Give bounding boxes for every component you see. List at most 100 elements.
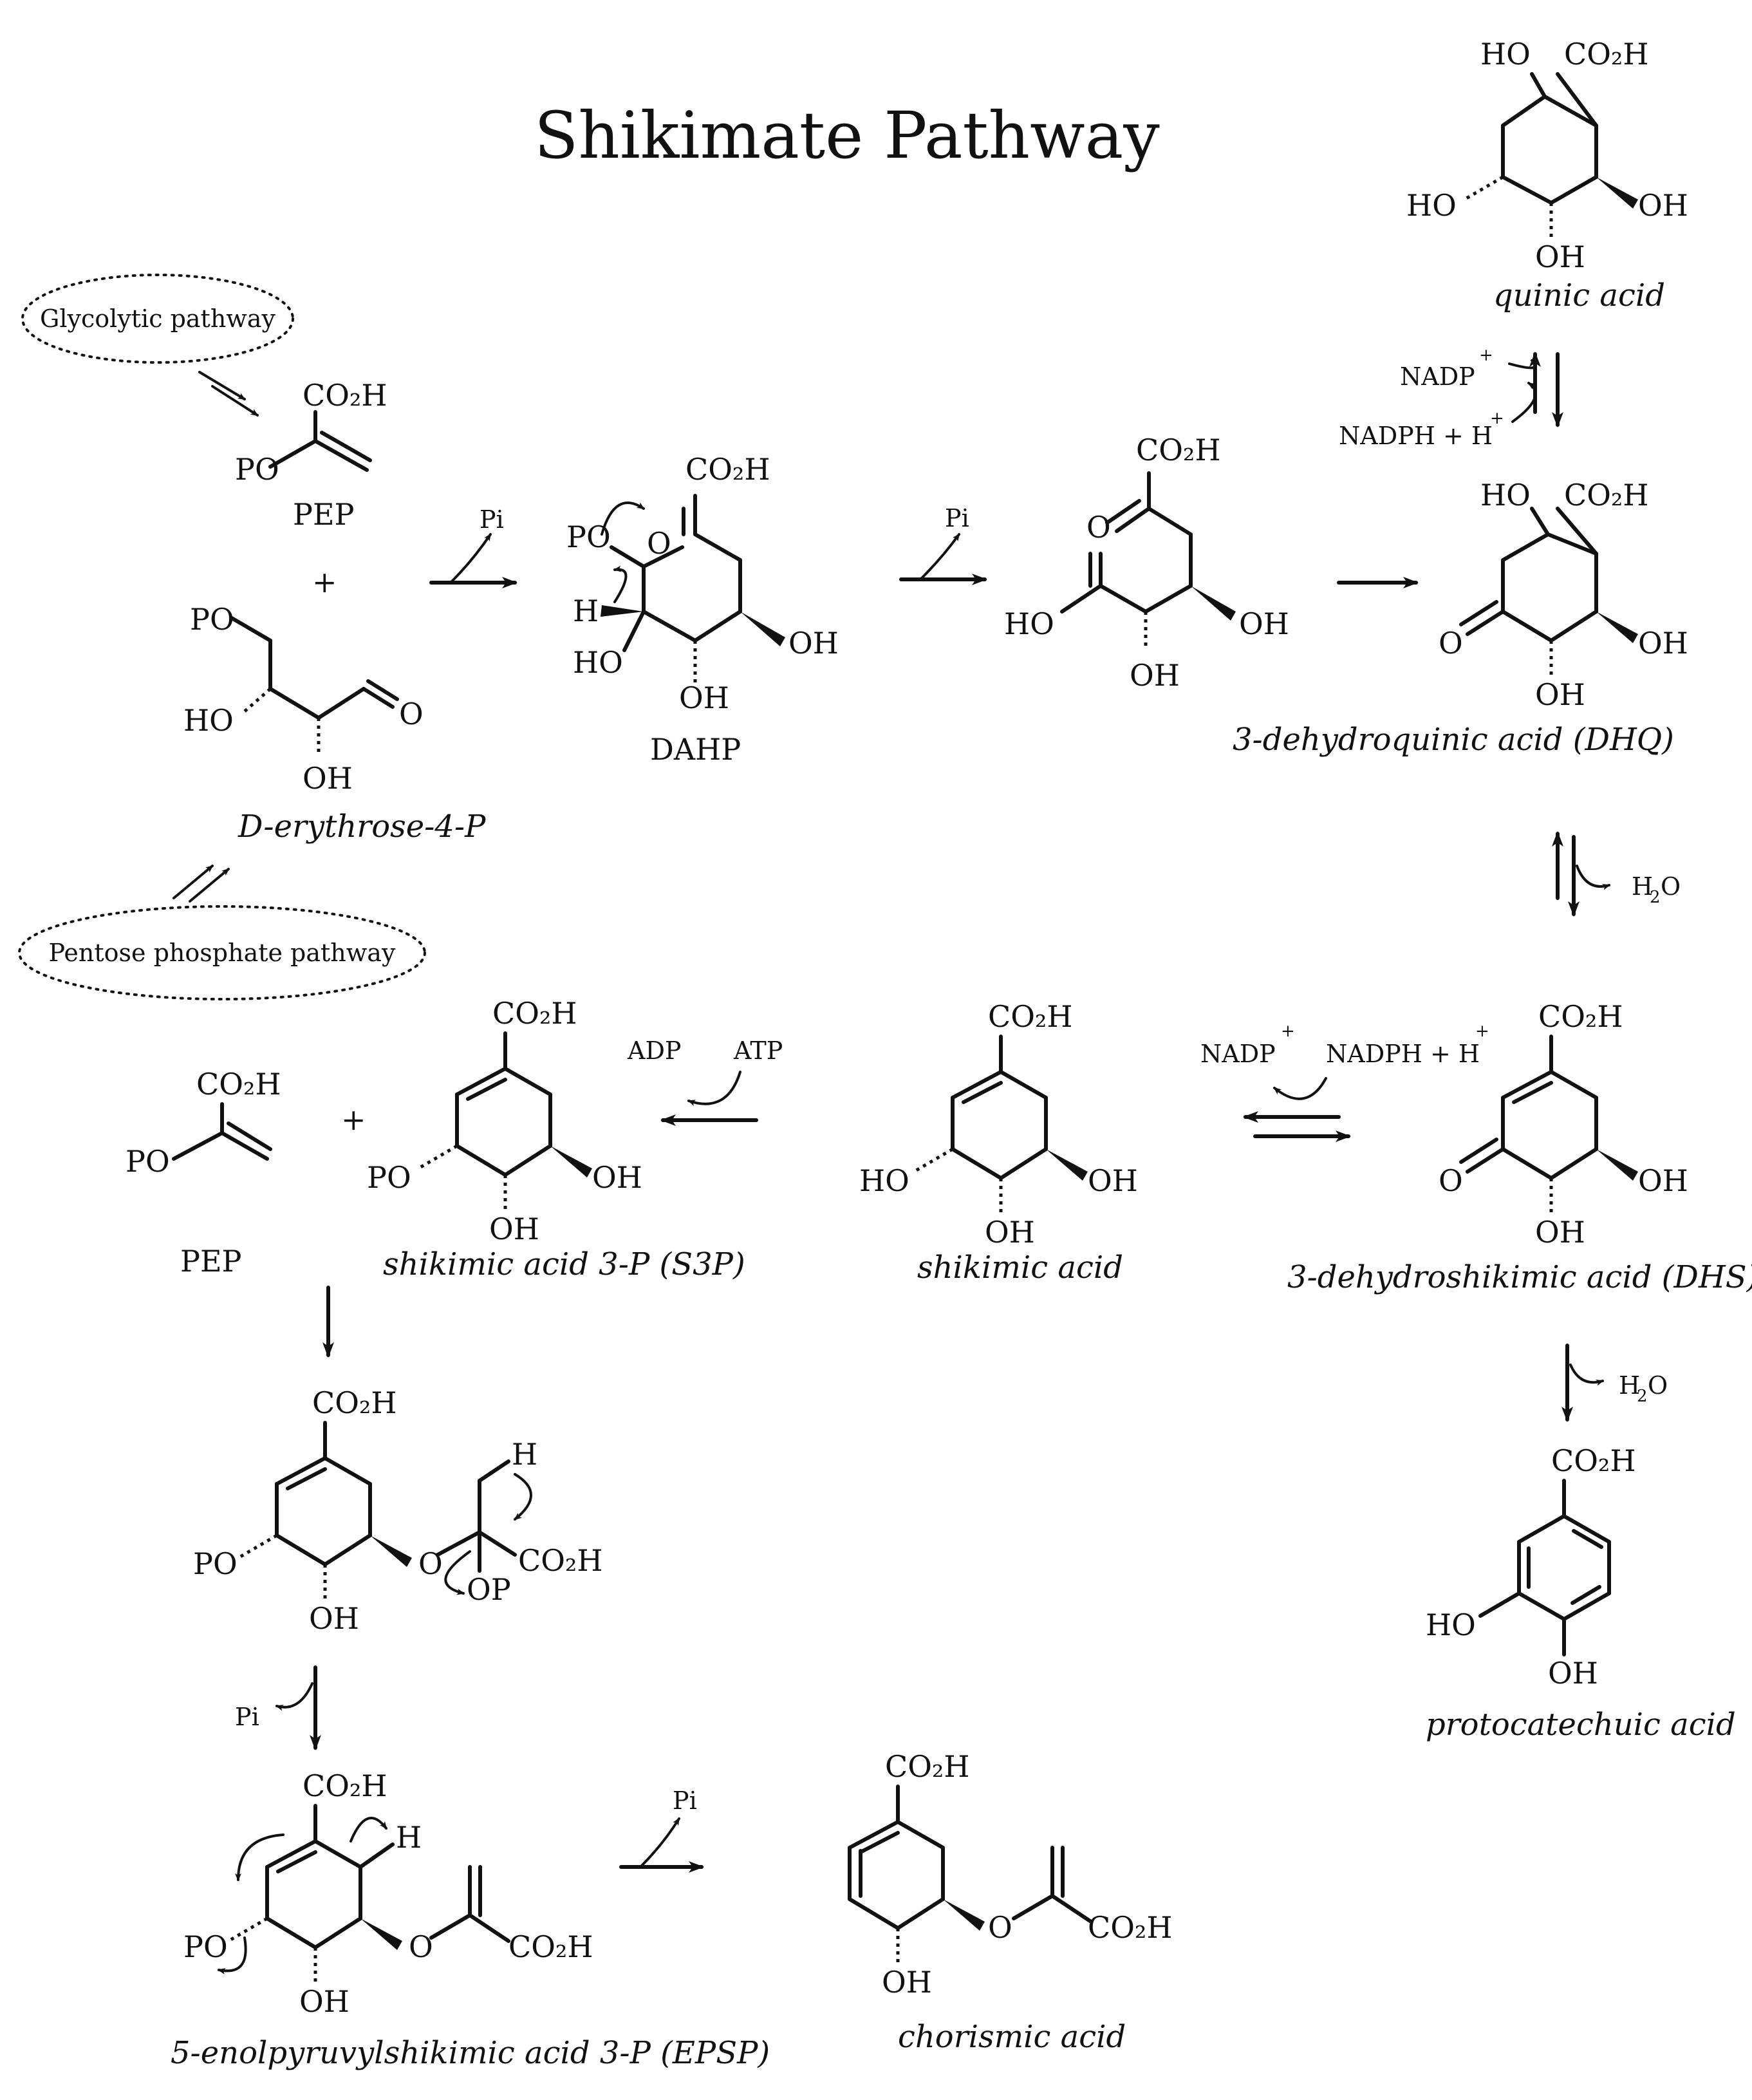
pep-top-structure: CO₂H PO PEP +	[235, 378, 387, 599]
erythrose-aldehyde-o: O	[399, 697, 424, 731]
pentose-multistep-arrow	[172, 865, 230, 903]
quinic-ho-left: HO	[1406, 188, 1457, 223]
s3p-name: shikimic acid 3-P (S3P)	[383, 1246, 745, 1282]
dhs-name: 3-dehydroshikimic acid (DHS)	[1287, 1259, 1752, 1295]
pep-top-co2h: CO₂H	[303, 378, 387, 413]
pi-label-3: Pi	[235, 1703, 259, 1731]
h2o-2-2: 2	[1637, 1387, 1648, 1406]
chorismic-acid-structure: CO₂H O CO₂H OH chorismic acid	[848, 1749, 1172, 2055]
intermediate-ho: HO	[1004, 606, 1054, 641]
pep-bottom-structure: CO₂H PO PEP +	[126, 1067, 366, 1279]
epsp-name-italic: enol	[201, 2035, 268, 2071]
tetrahedral-po: PO	[193, 1546, 238, 1581]
h2o-o-2: O	[1648, 1371, 1668, 1400]
quinic-acid-name: quinic acid	[1493, 277, 1665, 314]
tetrahedral-oh-bottom: OH	[309, 1601, 359, 1636]
arrow-dhs-to-protocatechuic: H 2 O	[1561, 1344, 1668, 1422]
nadp-label-2: NADP	[1200, 1040, 1276, 1068]
protocatechuic-ho: HO	[1426, 1608, 1476, 1642]
page-title: Shikimate Pathway	[534, 98, 1160, 173]
atp-label: ATP	[733, 1036, 783, 1065]
dhq-oh-bottom: OH	[1535, 677, 1585, 712]
nadp-label-1: NADP	[1400, 362, 1475, 391]
shikimic-ho: HO	[859, 1163, 909, 1198]
pi-label-2: Pi	[945, 504, 969, 532]
arrow-to-dahp: Pi	[429, 505, 517, 588]
epsp-oh-bottom: OH	[299, 1984, 349, 2019]
chorismic-co2h: CO₂H	[885, 1749, 969, 1784]
arrow-shikimic-to-s3p: ADP ATP	[627, 1036, 783, 1126]
h2o-o-1: O	[1661, 872, 1681, 901]
tetrahedral-h: H	[512, 1437, 537, 1472]
epsp-name-prefix: 5-	[171, 2035, 201, 2071]
dhs-oh-bottom: OH	[1535, 1215, 1585, 1250]
dahp-structure: CO₂H O PO OH OH HO H DAHP	[566, 452, 839, 767]
pi-label-4: Pi	[673, 1786, 697, 1815]
protocatechuic-acid-name: protocatechuic acid	[1426, 1707, 1736, 1743]
erythrose-oh: OH	[303, 761, 353, 796]
epsp-side-co2h: CO₂H	[508, 1929, 593, 1964]
shikimic-oh-right: OH	[1088, 1163, 1138, 1198]
dhq-ketone-o: O	[1439, 626, 1463, 661]
protocatechuic-co2h: CO₂H	[1551, 1443, 1636, 1478]
nadp-plus-1: +	[1479, 346, 1493, 365]
glycolytic-multistep-arrow	[198, 371, 259, 417]
dahp-oh-bottom: OH	[679, 680, 729, 715]
epsp-name-suffix: pyruvylshikimic acid 3-P (EPSP)	[267, 2035, 770, 2071]
arrow-dhs-shikimic: NADP + NADPH + H +	[1200, 1022, 1489, 1142]
dhq-name: 3-dehydroquinic acid (DHQ)	[1233, 722, 1674, 758]
chorismic-ether-o: O	[988, 1910, 1012, 1945]
arrow-dhq-dhs: H 2 O	[1552, 831, 1681, 917]
dahp-h: H	[573, 594, 599, 628]
dhq-oh-right: OH	[1638, 626, 1688, 661]
erythrose-po: PO	[190, 602, 234, 637]
h2o-2-1: 2	[1650, 888, 1661, 907]
epsp-ether-o: O	[409, 1929, 433, 1964]
dahp-po: PO	[566, 520, 611, 554]
quinic-co2h: CO₂H	[1564, 37, 1648, 71]
intermediate-ketone-o: O	[1086, 510, 1111, 545]
pi-label-1: Pi	[480, 505, 504, 534]
epsp-name: 5-enolpyruvylshikimic acid 3-P (EPSP)	[171, 2035, 770, 2071]
quinic-acid-structure: HO CO₂H HO OH OH quinic acid	[1406, 37, 1688, 314]
protocatechuic-acid-structure: CO₂H HO OH protocatechuic acid	[1426, 1443, 1736, 1743]
nadp-plus-2: +	[1281, 1022, 1295, 1041]
glycolytic-pathway-label: Glycolytic pathway	[40, 305, 275, 333]
protocatechuic-oh: OH	[1548, 1656, 1598, 1691]
plus-sign-bottom: +	[341, 1102, 366, 1137]
quinic-ho-top: HO	[1480, 37, 1531, 71]
epsp-co2h: CO₂H	[303, 1768, 387, 1803]
dahp-name: DAHP	[650, 732, 741, 767]
pep-bottom-name: PEP	[180, 1244, 241, 1279]
pep-top-name: PEP	[293, 497, 354, 532]
pentose-phosphate-pathway-label: Pentose phosphate pathway	[49, 939, 396, 967]
glycolytic-pathway-node: Glycolytic pathway	[21, 274, 294, 364]
pep-bottom-co2h: CO₂H	[196, 1067, 281, 1102]
shikimic-oh-bottom: OH	[985, 1215, 1035, 1250]
epsp-structure: CO₂H H PO O CO₂H OH 5-enolpyruvylshikimi…	[171, 1768, 770, 2071]
h-plus-1: +	[1490, 409, 1504, 428]
dhq-structure: HO CO₂H O OH OH 3-dehydroquinic acid (DH…	[1233, 478, 1688, 758]
dahp-ho: HO	[573, 645, 623, 680]
pep-top-po: PO	[235, 452, 279, 487]
s3p-co2h: CO₂H	[492, 996, 577, 1031]
h-plus-2: +	[1475, 1022, 1489, 1041]
erythrose-4-p-structure: PO HO OH O D-erythrose-4-P	[183, 602, 486, 845]
arrow-to-epsp: Pi	[235, 1665, 321, 1750]
tetrahedral-side-co2h: CO₂H	[518, 1543, 602, 1578]
shikimic-co2h: CO₂H	[988, 999, 1072, 1034]
dhs-oh-right: OH	[1638, 1163, 1688, 1198]
s3p-oh-right: OH	[592, 1160, 642, 1195]
nadph-label-1: NADPH + H	[1339, 422, 1493, 450]
dhs-co2h: CO₂H	[1538, 999, 1623, 1034]
arrow-quinic-dhq: NADP + NADPH + H +	[1339, 346, 1563, 450]
dhs-structure: CO₂H O OH OH 3-dehydroshikimic acid (DHS…	[1287, 999, 1752, 1295]
dhq-co2h: CO₂H	[1564, 478, 1648, 512]
tetrahedral-co2h: CO₂H	[312, 1385, 396, 1420]
s3p-oh-bottom: OH	[489, 1212, 539, 1246]
chorismic-acid-name: chorismic acid	[898, 2019, 1126, 2055]
adp-label: ADP	[627, 1036, 681, 1065]
dahp-co2h: CO₂H	[685, 452, 770, 487]
pep-bottom-po: PO	[126, 1144, 170, 1179]
